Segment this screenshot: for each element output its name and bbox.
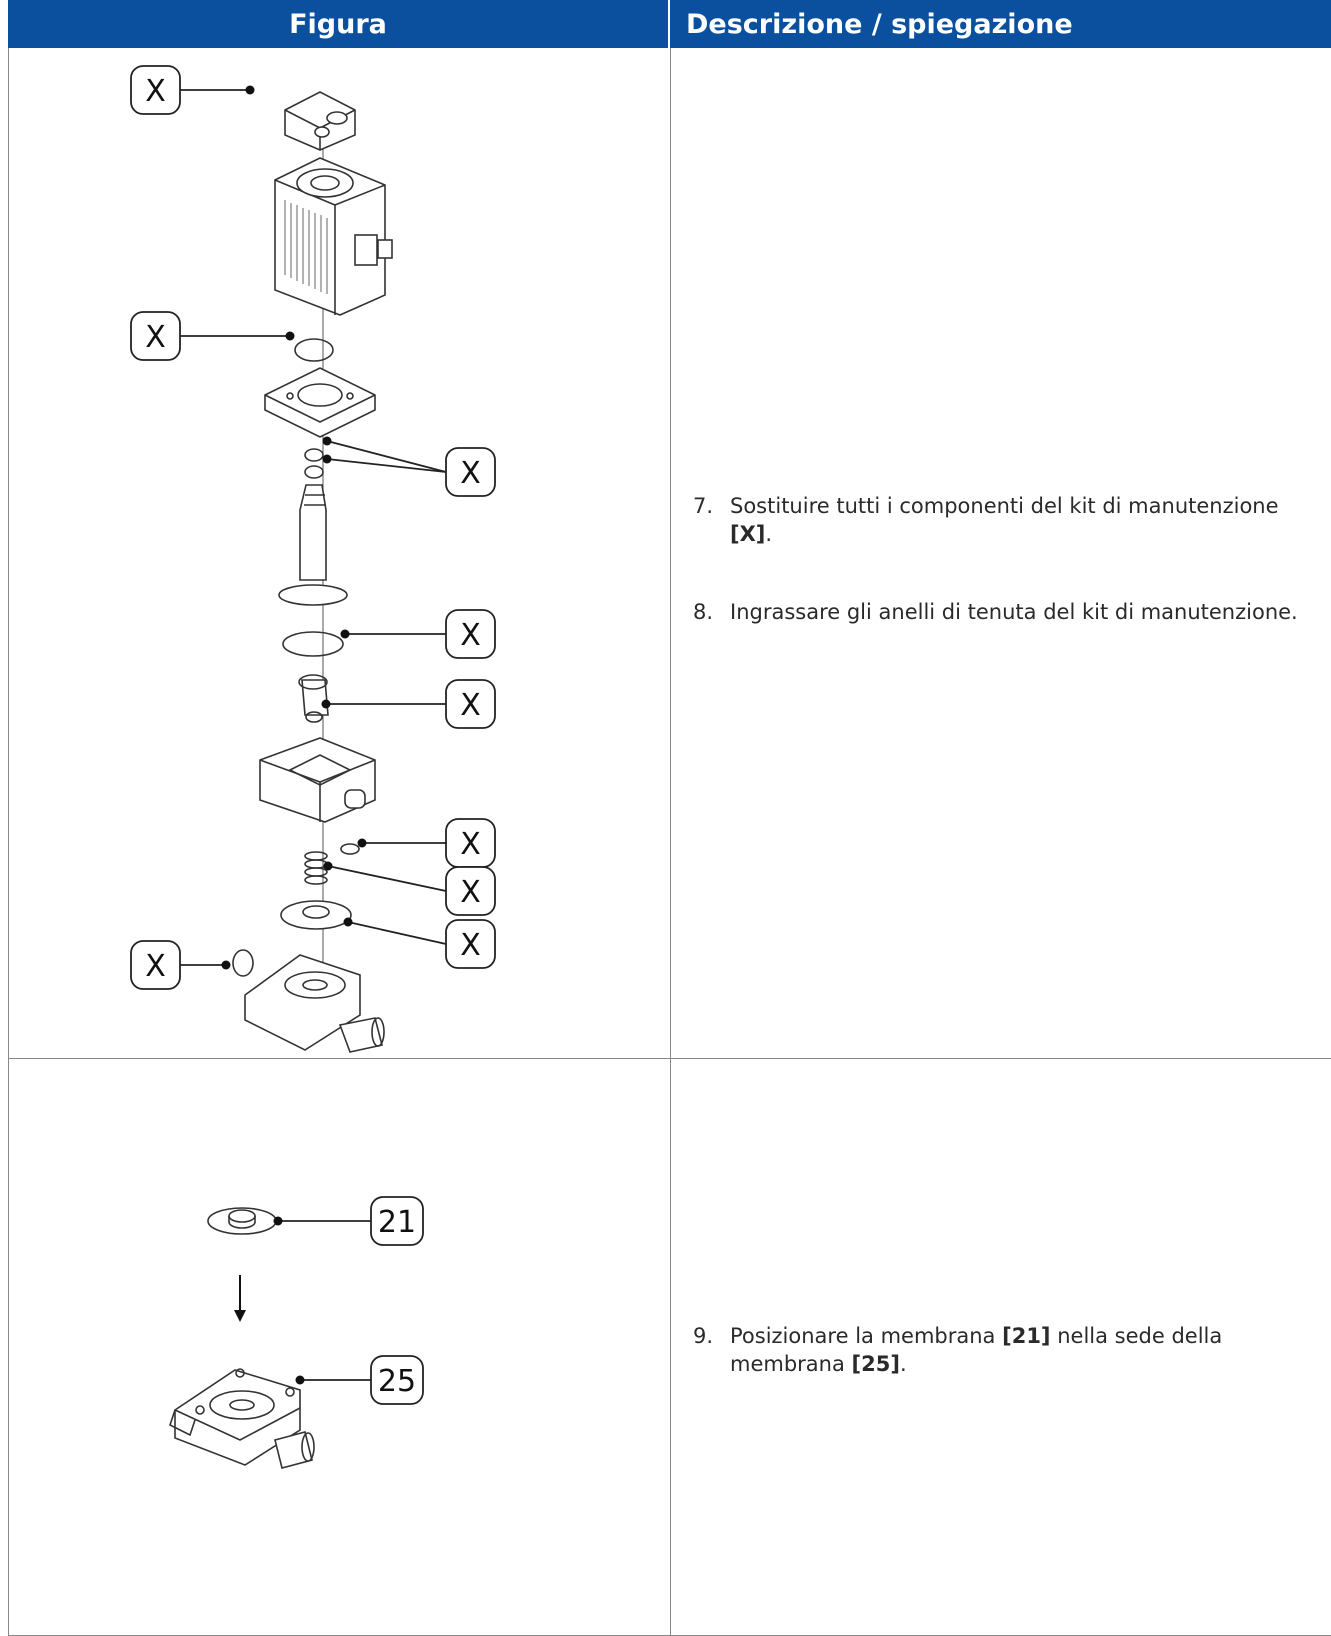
step-number: 7. — [693, 494, 714, 518]
step-number: 9. — [693, 1324, 714, 1348]
column-header-description: Descrizione / spiegazione — [670, 0, 1331, 48]
callout-label: X — [145, 320, 166, 355]
exploded-valve-diagram: X X X X X X X X X — [130, 65, 496, 1053]
callout-box — [130, 311, 181, 361]
step-text: Ingrassare gli anelli di tenuta del kit … — [730, 600, 1298, 624]
callout-label: X — [460, 688, 481, 723]
callout-label: X — [460, 928, 481, 963]
callout-ref: [25] — [851, 1352, 900, 1376]
callout-label: X — [460, 456, 481, 491]
membrane-placement-diagram: 21 25 — [169, 1196, 424, 1469]
callout-box — [445, 919, 496, 969]
callout-box — [445, 447, 496, 497]
callout-box — [130, 940, 181, 990]
callout-box — [130, 65, 181, 115]
column-header-figure: Figura — [8, 0, 670, 48]
callout-label: X — [460, 875, 481, 910]
callout-label-25: 25 — [378, 1364, 416, 1399]
callout-label-21: 21 — [378, 1205, 416, 1240]
callout-box — [370, 1355, 424, 1405]
callout-box — [445, 609, 496, 659]
row1-description-cell — [670, 48, 1331, 1059]
step-text: Sostituire tutti i componenti del kit di… — [730, 494, 1279, 546]
callout-box — [445, 866, 496, 916]
callout-box — [370, 1196, 424, 1246]
callout-label: X — [145, 74, 166, 109]
callout-label: X — [145, 949, 166, 984]
callout-ref: [21] — [1002, 1324, 1051, 1348]
callout-ref: [X] — [730, 522, 766, 546]
step-text: Posizionare la membrana [21] nella sede … — [730, 1324, 1223, 1376]
callout-label: X — [460, 618, 481, 653]
row1-figure-cell — [8, 48, 670, 1059]
callout-box — [445, 679, 496, 729]
step-number: 8. — [693, 600, 714, 624]
callout-label: X — [460, 827, 481, 862]
